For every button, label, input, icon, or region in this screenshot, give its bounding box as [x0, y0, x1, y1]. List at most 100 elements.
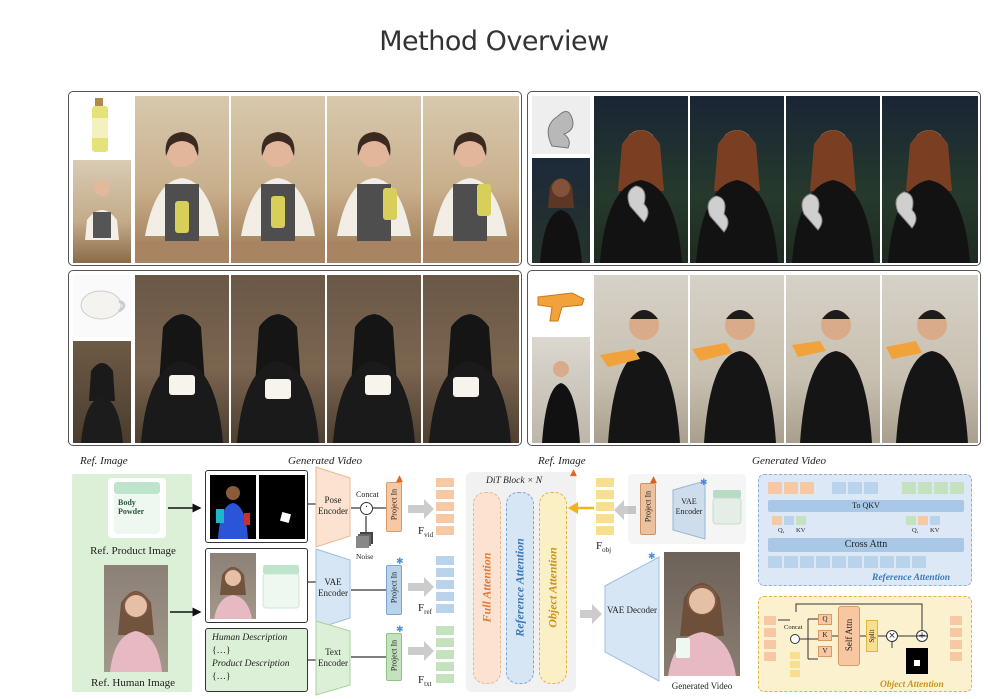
concat-circle-icon: · [360, 502, 373, 515]
multiply-circle-icon: × [886, 630, 898, 642]
video-frame-4 [423, 96, 519, 263]
obj-token-stack [596, 478, 614, 538]
product-jar-image: Body Powder [108, 478, 166, 538]
pose-skeleton-frame [210, 475, 256, 539]
obj-attn-right-tokens [950, 616, 964, 672]
right-input-divider [628, 474, 746, 544]
vae-encoder-shape [315, 548, 351, 630]
ref-human-thumb [73, 341, 131, 443]
pose-video-box [205, 470, 308, 543]
ref-attn-top-tokens [768, 482, 964, 496]
video-frame-1 [594, 96, 688, 263]
mask-image [906, 648, 928, 674]
video-frame-4 [882, 96, 978, 263]
frozen-icon: ✱ [700, 478, 708, 488]
grey-arrow-left [614, 500, 636, 520]
video-frame-1 [135, 96, 229, 263]
ref-human-image-label: Ref. Human Image [91, 677, 175, 689]
ref-product-frame [259, 563, 303, 611]
ref-attn-bottom-tokens [768, 556, 964, 570]
object-attention-title: Object Attention [880, 680, 944, 690]
noise-stack-icon [356, 532, 374, 548]
ref-product-image-label: Ref. Product Image [90, 545, 176, 557]
ref-human-frame [210, 553, 256, 619]
product-jar-small [710, 488, 744, 528]
human-description-ellipsis: {…} [212, 646, 231, 656]
video-frame-4 [423, 275, 519, 443]
project-in-ref-label: Project In [389, 571, 399, 604]
jar-label: Body Powder [118, 498, 145, 516]
video-frame-2 [690, 96, 784, 263]
project-in-text [386, 633, 402, 681]
ref-product-thumb [73, 96, 131, 156]
pose-encoder-label: Pose Encoder [318, 495, 348, 516]
full-attention-column [473, 492, 501, 684]
encoder-to-project-lines [351, 589, 386, 658]
video-frame-2 [231, 275, 325, 443]
text-encoder-shape [315, 620, 351, 696]
project-in-pose-label: Project In [389, 488, 399, 521]
reference-attention-column [506, 492, 534, 684]
generated-video-header-right: Generated Video [752, 455, 827, 467]
project-in-ref [386, 565, 402, 615]
fire-icon: ▲ [396, 474, 403, 484]
vae-encoder-right-label: VAE Encoder [675, 497, 703, 516]
q-label: Q, [912, 527, 919, 534]
f-obj-label: Fobj [596, 540, 611, 554]
q-box: Q [818, 614, 832, 625]
project-in-obj [640, 483, 656, 535]
to-qkv-label: To QKV [852, 501, 880, 510]
human-description-label: Human Description [212, 633, 288, 643]
concat2-circle-icon [790, 634, 800, 644]
to-qkv-bar [768, 500, 964, 512]
video-frame-3 [786, 275, 880, 443]
f-obj-sub: obj [602, 546, 612, 555]
object-attention-column-label: Object Attention [545, 547, 560, 628]
object-attention-wiring [778, 603, 928, 660]
text-encoder-label: Text Encoder [318, 647, 348, 668]
f-txt-label: Ftxt [418, 674, 432, 688]
generated-video-caption: Generated Video [671, 681, 733, 691]
full-attention-label: Full Attention [479, 552, 494, 623]
ref-human-thumb [532, 158, 590, 263]
ref-image-header-right: Ref. Image [538, 455, 586, 467]
noise-label: Noise [356, 552, 374, 561]
video-frame-4 [882, 275, 978, 443]
reference-attention-title: Reference Attention [872, 573, 951, 583]
q-label: Q, [778, 527, 785, 534]
video-frame-2 [690, 275, 784, 443]
video-frame-1 [594, 275, 688, 443]
generated-video-header-left: Generated Video [288, 455, 363, 467]
object-mask-frame [259, 475, 305, 539]
ref-token-stack [436, 556, 454, 613]
fire-icon: ▲ [650, 475, 657, 485]
frozen-icon: ✱ [396, 625, 404, 635]
cross-attn-label: Cross Attn [844, 539, 888, 550]
ref-human-thumb [73, 160, 131, 263]
cross-attn-bar [768, 538, 964, 552]
grey-arrows-to-tokens [408, 499, 434, 661]
generated-video-image [664, 552, 740, 676]
ref-product-thumb [73, 275, 131, 337]
page-title: Method Overview [379, 26, 609, 57]
ref-product-thumb [532, 275, 590, 333]
vae-decoder-shape [604, 556, 660, 682]
concat-label: Concat [356, 490, 379, 499]
vae-encoder-right-shape [672, 480, 706, 540]
dit-to-decoder-arrow [580, 604, 602, 624]
video-frame-1 [135, 275, 229, 443]
ref-image-header-left: Ref. Image [80, 455, 128, 467]
example-panel-cup [68, 270, 522, 446]
reference-video-box [205, 548, 308, 623]
f-ref-sub: ref [424, 608, 432, 617]
kv-label: KV [796, 527, 806, 534]
split-box [866, 620, 878, 652]
pose-encoder-shape [315, 466, 351, 548]
product-description-ellipsis: {…} [212, 672, 231, 682]
vid-token-stack [436, 478, 454, 535]
example-panel-bottle [68, 91, 522, 266]
obj-attn-left-tokens [764, 616, 778, 672]
object-attention-column [539, 492, 567, 684]
ref-attn-qkv-left: Q, KV [772, 516, 826, 538]
f-txt-sub: txt [424, 680, 432, 689]
